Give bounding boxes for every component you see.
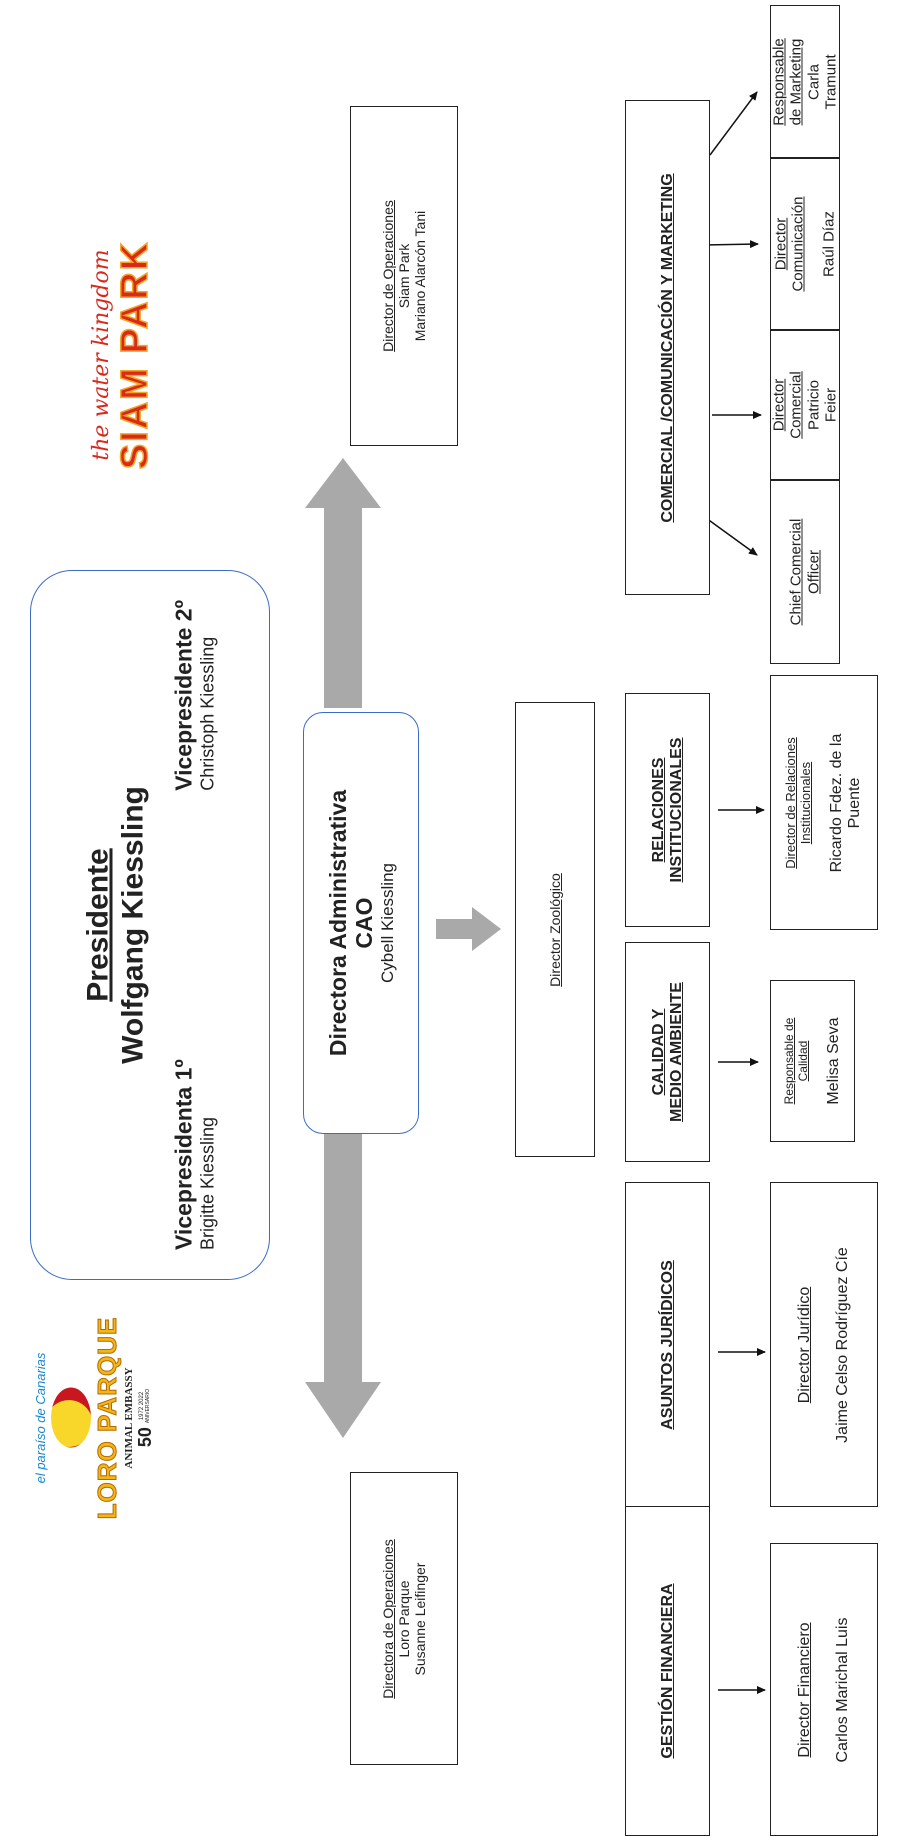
quality-header-box: CALIDAD Y MEDIO AMBIENTE (625, 942, 710, 1162)
loro-logo-tagline: el paraíso de Canarias (32, 1352, 48, 1483)
quality-role-line2: Calidad (795, 1040, 810, 1082)
commercial-header-box: COMERCIAL /COMUNICACIÓN Y MARKETING (625, 100, 710, 595)
legal-name: Jaime Celso Rodríguez Cíe (834, 1246, 851, 1443)
arrow-right-to-zoo (436, 907, 501, 951)
arrow-mk (709, 91, 758, 156)
vp2-title: Vicepresidente 2º (170, 600, 197, 791)
siam-ops-title: Director de Operaciones (379, 200, 396, 352)
quality-label-line2: MEDIO AMBIENTE (667, 982, 685, 1122)
arrow-down-to-loro-ops (305, 1118, 381, 1438)
arrow-cco (705, 517, 758, 556)
loro-ops-name: Susanne Leifinger (412, 1562, 429, 1675)
loro-ops-box: Directora de Operaciones Loro Parque Sus… (350, 1472, 458, 1765)
marketing-role-line1: Responsable (770, 37, 788, 126)
siam-ops-name: Mariano Alarcón Tani (412, 210, 429, 342)
marketing-box: Responsable de Marketing Carla Tramunt (770, 5, 840, 158)
zoo-title: Director Zoológico (546, 872, 563, 987)
vp1-block: Vicepresidenta 1º Brigitte Kiessling (171, 1059, 218, 1250)
presidency-box: Presidente Wolfgang Kiessling Vicepresid… (30, 570, 270, 1280)
cco-box: Chief Comercial Officer (770, 480, 840, 664)
loro-ops-title: Directora de Operaciones (379, 1538, 396, 1699)
director-comercial-name-line2: Feier (822, 387, 840, 423)
vp2-name: Christoph Kiessling (197, 636, 218, 791)
quality-label-line1: CALIDAD Y (649, 1008, 667, 1096)
president-name: Wolfgang Kiessling (116, 786, 150, 1064)
cao-title: Directora Administrativa (324, 789, 351, 1057)
marketing-name-line2: Tramunt (822, 53, 840, 110)
finance-label: GESTIÓN FINANCIERA (658, 1582, 676, 1759)
marketing-name-line1: Carla (805, 63, 822, 100)
finance-header-box: GESTIÓN FINANCIERA (625, 1505, 710, 1836)
vp1-name: Brigitte Kiessling (197, 1116, 218, 1250)
cco-role-line1: Chief Comercial (787, 518, 805, 626)
relations-header-box: RELACIONES INSTITUCIONALES (625, 693, 710, 927)
relations-role-line2: Institucionales (797, 761, 813, 844)
cco-role-line2: Officer (805, 550, 822, 594)
marketing-role-line2: de Marketing (787, 38, 805, 125)
siam-logo-tagline: the water kingdom (88, 249, 113, 461)
legal-role: Director Jurídico (795, 1286, 813, 1403)
loro-logo-anniversary: ANIVERSARIO (145, 1388, 152, 1423)
director-comercial-name-line1: Patricio (805, 379, 822, 431)
director-comercial-box: Director Comercial Patricio Feier (770, 330, 840, 480)
cao-name: Cybell Kiessling (377, 863, 397, 983)
vp2-block: Vicepresidente 2º Christoph Kiessling (171, 600, 218, 791)
parrot-icon (50, 1387, 91, 1448)
relations-role-line1: Director de Relaciones (782, 736, 798, 869)
siam-ops-place: Siam Park (395, 243, 412, 309)
quality-name: Melisa Seva (824, 1017, 842, 1105)
relations-label-line1: RELACIONES (649, 757, 667, 863)
finance-name: Carlos Marichal Luis (834, 1617, 851, 1762)
relations-name-line2: Puente (845, 777, 863, 828)
director-comercial-role-line1: Director (770, 378, 788, 432)
cao-box: Directora Administrativa CAO Cybell Kies… (303, 712, 419, 1134)
director-comunicacion-box: Director Comunicación Raúl Díaz (770, 158, 840, 330)
finance-role: Director Financiero (795, 1621, 813, 1758)
loro-logo-embassy: ANIMAL EMBASSY (122, 1366, 135, 1469)
loro-logo-50: 50 (135, 1426, 156, 1447)
loro-ops-place: Loro Parque (395, 1579, 412, 1658)
director-comunicacion-role-line1: Director (772, 217, 790, 271)
president-title: Presidente (81, 848, 115, 1002)
director-comunicacion-name: Raúl Díaz (820, 211, 838, 277)
zoo-box: Director Zoológico (515, 702, 595, 1157)
legal-label: ASUNTOS JURÍDICOS (658, 1259, 676, 1430)
siam-park-logo: the water kingdom SIAM PARK (65, 225, 180, 485)
relations-label-line2: INSTITUCIONALES (667, 737, 685, 883)
quality-person-box: Responsable de Calidad Melisa Seva (770, 980, 855, 1142)
siam-ops-box: Director de Operaciones Siam Park Marian… (350, 106, 458, 446)
legal-header-box: ASUNTOS JURÍDICOS (625, 1182, 710, 1507)
cao-subtitle: CAO (351, 897, 378, 949)
relations-person-box: Director de Relaciones Institucionales R… (770, 675, 878, 930)
siam-logo-name: SIAM PARK (113, 240, 157, 470)
finance-person-box: Director Financiero Carlos Marichal Luis (770, 1543, 878, 1836)
vicepresidents-row: Vicepresidenta 1º Brigitte Kiessling Vic… (171, 600, 218, 1250)
arrow-dcom (702, 240, 759, 249)
loro-logo-name: LORO PARQUE (91, 1316, 122, 1520)
legal-person-box: Director Jurídico Jaime Celso Rodríguez … (770, 1182, 878, 1507)
vp1-title: Vicepresidenta 1º (170, 1059, 197, 1250)
loro-parque-logo: el paraíso de Canarias LORO PARQUE ANIMA… (20, 1295, 170, 1540)
quality-role-line1: Responsable de (781, 1017, 796, 1105)
relations-name-line1: Ricardo Fdez. de la (827, 733, 845, 872)
director-comunicacion-role-line2: Comunicación (789, 196, 807, 292)
commercial-label: COMERCIAL /COMUNICACIÓN Y MARKETING (658, 172, 676, 523)
director-comercial-role-line2: Comercial (787, 371, 805, 439)
arrow-up-to-siam-ops (305, 458, 381, 708)
